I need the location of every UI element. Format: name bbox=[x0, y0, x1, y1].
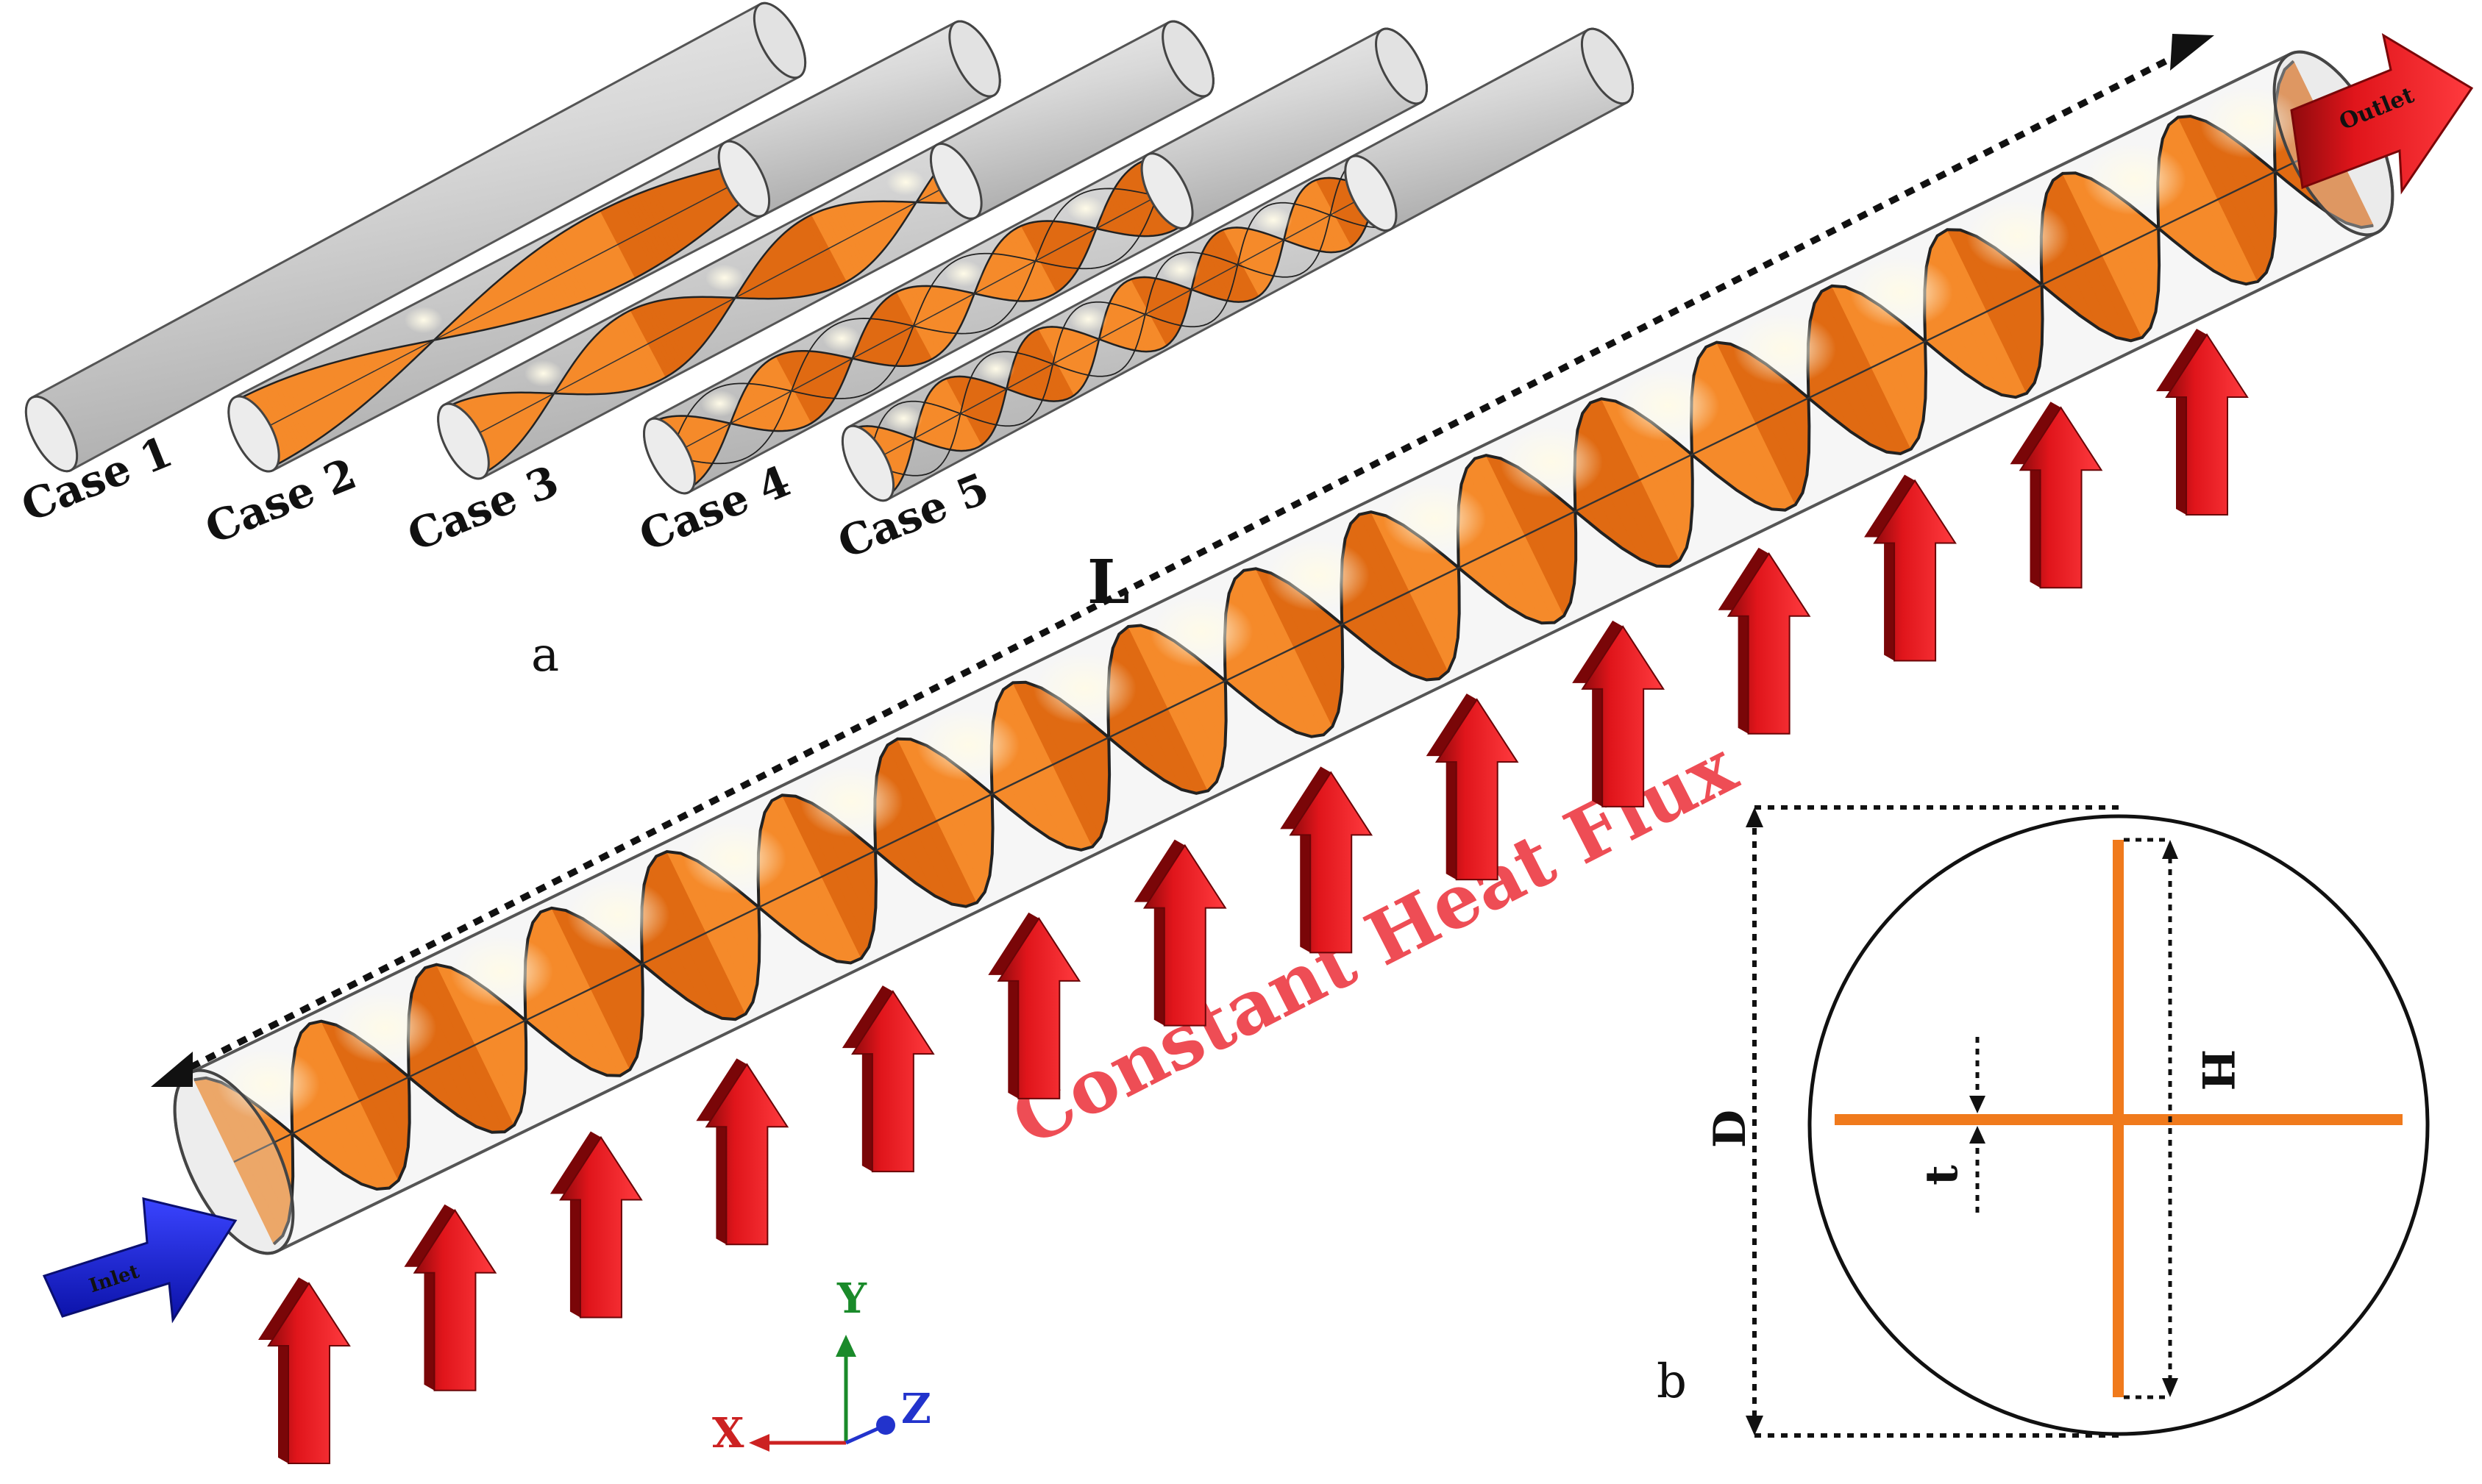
heat-flux-arrow-icon bbox=[1134, 839, 1227, 1027]
height-arrowhead-bottom-icon bbox=[2162, 1378, 2178, 1397]
heat-flux-arrow-icon bbox=[1572, 620, 1665, 807]
x-axis-label: X bbox=[712, 1409, 744, 1458]
heat-flux-arrow-icon bbox=[1426, 693, 1519, 881]
heat-flux-arrow-icon bbox=[1718, 547, 1811, 735]
thickness-arrowhead-bottom-icon bbox=[1969, 1126, 1985, 1144]
tube-inlet-cap bbox=[24, 395, 79, 473]
axes-triad: Y X Z bbox=[712, 1274, 931, 1458]
heat-flux-arrow-icon bbox=[2010, 402, 2103, 589]
heat-flux-arrow-icon bbox=[842, 985, 935, 1173]
thickness-arrowhead-top-icon bbox=[1969, 1096, 1985, 1113]
z-axis-dot-icon bbox=[876, 1416, 895, 1435]
x-axis-arrow-icon bbox=[749, 1434, 769, 1452]
heat-flux-arrow-icon bbox=[550, 1131, 643, 1319]
heat-flux-arrows bbox=[258, 329, 2249, 1464]
case-tube-4: Case 4 bbox=[633, 27, 1428, 561]
panel-b-label: b bbox=[1657, 1355, 1687, 1409]
y-axis-arrow-icon bbox=[836, 1335, 856, 1357]
main-tube bbox=[173, 50, 2394, 1255]
tube-end-cap bbox=[1162, 20, 1215, 98]
tube-end-cap bbox=[948, 20, 1001, 98]
tube-end-cap bbox=[1580, 27, 1635, 105]
length-arrowhead-end-icon bbox=[2170, 34, 2214, 71]
case-tube-2: Case 2 bbox=[199, 20, 1001, 554]
inlet-arrow: Inlet bbox=[42, 1197, 238, 1324]
heat-flux-arrow-icon bbox=[1280, 766, 1373, 954]
tube-inlet-cap bbox=[1140, 152, 1194, 229]
case-tube-5: Case 5 bbox=[831, 27, 1635, 568]
tube-end-cap bbox=[1375, 27, 1428, 105]
heat-flux-arrow-icon bbox=[988, 912, 1081, 1099]
length-arrowhead-start-icon bbox=[151, 1052, 193, 1087]
tube-inlet-cap bbox=[643, 417, 696, 495]
heat-flux-arrow-icon bbox=[696, 1058, 789, 1246]
tube-end-cap bbox=[753, 1, 807, 79]
z-axis-line bbox=[844, 1426, 881, 1445]
y-axis-label: Y bbox=[836, 1274, 867, 1323]
tube-inlet-cap bbox=[841, 424, 895, 502]
heat-flux-arrow-icon bbox=[404, 1204, 497, 1391]
tube-inlet-cap bbox=[227, 395, 280, 473]
heat-flux-arrow-icon bbox=[1864, 474, 1957, 662]
length-dimension: L bbox=[151, 34, 2214, 1087]
length-label: L bbox=[1087, 547, 1130, 618]
tube-inlet-cap bbox=[929, 142, 983, 220]
outlet-arrow: Outlet bbox=[2290, 32, 2474, 195]
heat-flux-arrow-icon bbox=[2156, 329, 2249, 516]
height-arrowhead-top-icon bbox=[2162, 840, 2178, 859]
tube-inlet-cap bbox=[437, 402, 490, 480]
z-axis-label: Z bbox=[901, 1385, 931, 1433]
tube-inlet-cap bbox=[1344, 154, 1398, 232]
panel-b-cross-section: D H t b bbox=[1657, 805, 2430, 1438]
tube-inlet-cap bbox=[717, 140, 771, 218]
diameter-arrowhead-top-icon bbox=[1746, 807, 1763, 827]
diameter-label: D bbox=[1704, 1110, 1756, 1148]
heat-flux-arrow-icon bbox=[258, 1277, 351, 1464]
height-label: H bbox=[2191, 1049, 2243, 1091]
panel-a-label: a bbox=[531, 628, 559, 682]
thickness-label: t bbox=[1916, 1165, 1968, 1185]
diameter-arrowhead-bottom-icon bbox=[1746, 1416, 1763, 1435]
tape-vertical-section bbox=[2113, 840, 2124, 1397]
